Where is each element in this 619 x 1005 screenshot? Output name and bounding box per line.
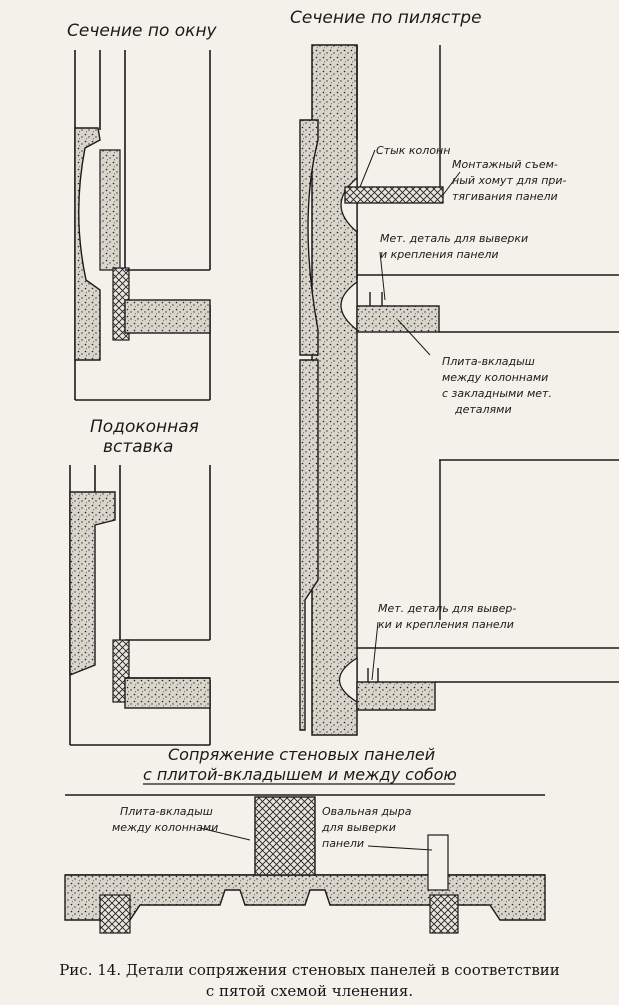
label-slab-3: с закладными мет. (442, 387, 552, 400)
pilaster-slab-lower-edge (357, 647, 619, 683)
joint-clamp-left (99, 894, 131, 934)
label-bottom-slab-1: Плита-вкладыш (120, 805, 213, 818)
sill-insert-title-1: Подоконная (90, 417, 199, 437)
label-clamp-3: тягивания панели (452, 190, 558, 203)
label-oval-1: Овальная дыра (322, 805, 412, 818)
window-section-panel (74, 127, 101, 361)
label-clamp-1: Монтажный съем- (452, 158, 558, 171)
pilaster-column-shaft (311, 44, 358, 736)
sill-insert-panel (69, 491, 116, 677)
label-slab-4: деталями (454, 403, 512, 416)
figure-caption-line-1: Рис. 14. Детали сопряжения стеновых пане… (59, 961, 560, 979)
joint-title-2: с плитой-вкладышем и между собою (143, 765, 457, 784)
label-oval-2: для выверки (321, 821, 396, 834)
joint-clamp-right (429, 894, 459, 934)
pilaster-leaders (359, 149, 461, 681)
label-slab-2: между колоннами (442, 371, 548, 384)
sill-insert-section: Подоконная вставка (69, 417, 211, 746)
pilaster-slab-upper (356, 305, 440, 333)
panel-joint-section: Сопряжение стеновых панелей с плитой-вкл… (64, 745, 546, 934)
pilaster-slab-upper-edge (357, 274, 619, 461)
label-oval-3: панели (322, 837, 364, 850)
joint-panel (64, 874, 546, 921)
figure-caption-line-2: с пятой схемой членения. (205, 982, 414, 1000)
joint-leaders (199, 827, 433, 851)
window-section-slab (124, 299, 211, 334)
pilaster-slab-lower (356, 681, 436, 711)
joint-bracket (427, 834, 449, 891)
pilaster-clamp (344, 186, 444, 204)
label-slab-1: Плита-вкладыш (442, 355, 535, 368)
label-column-joint: Стык колонн (376, 144, 450, 157)
label-metal-bottom-1: Мет. деталь для вывер- (378, 602, 516, 615)
sill-insert-slab (124, 677, 211, 709)
sill-insert-sill-line (125, 639, 210, 679)
label-clamp-2: ный хомут для при- (452, 174, 567, 187)
pilaster-upper-panel (299, 119, 319, 356)
pilaster-lower-panel (299, 359, 319, 731)
joint-column-insert (254, 796, 316, 876)
label-metal-bottom-2: ки и крепления панели (378, 618, 514, 631)
window-section-title: Сечение по окну (67, 21, 218, 41)
pilaster-section: Сечение по пилястре Стык колонн Монтажны… (290, 8, 619, 736)
pilaster-inner-faces (356, 45, 441, 620)
sill-insert-title-2: вставка (103, 437, 173, 457)
label-metal-top-1: Мет. деталь для выверки (380, 232, 528, 245)
pilaster-section-title: Сечение по пилястре (290, 8, 482, 28)
joint-title-1: Сопряжение стеновых панелей (168, 745, 435, 764)
window-section: Сечение по окну (67, 21, 218, 401)
pilaster-bolts (367, 292, 383, 682)
label-bottom-slab-2: между колоннами (112, 821, 218, 834)
label-metal-top-2: и крепления панели (380, 248, 499, 261)
window-section-filler (99, 149, 121, 271)
